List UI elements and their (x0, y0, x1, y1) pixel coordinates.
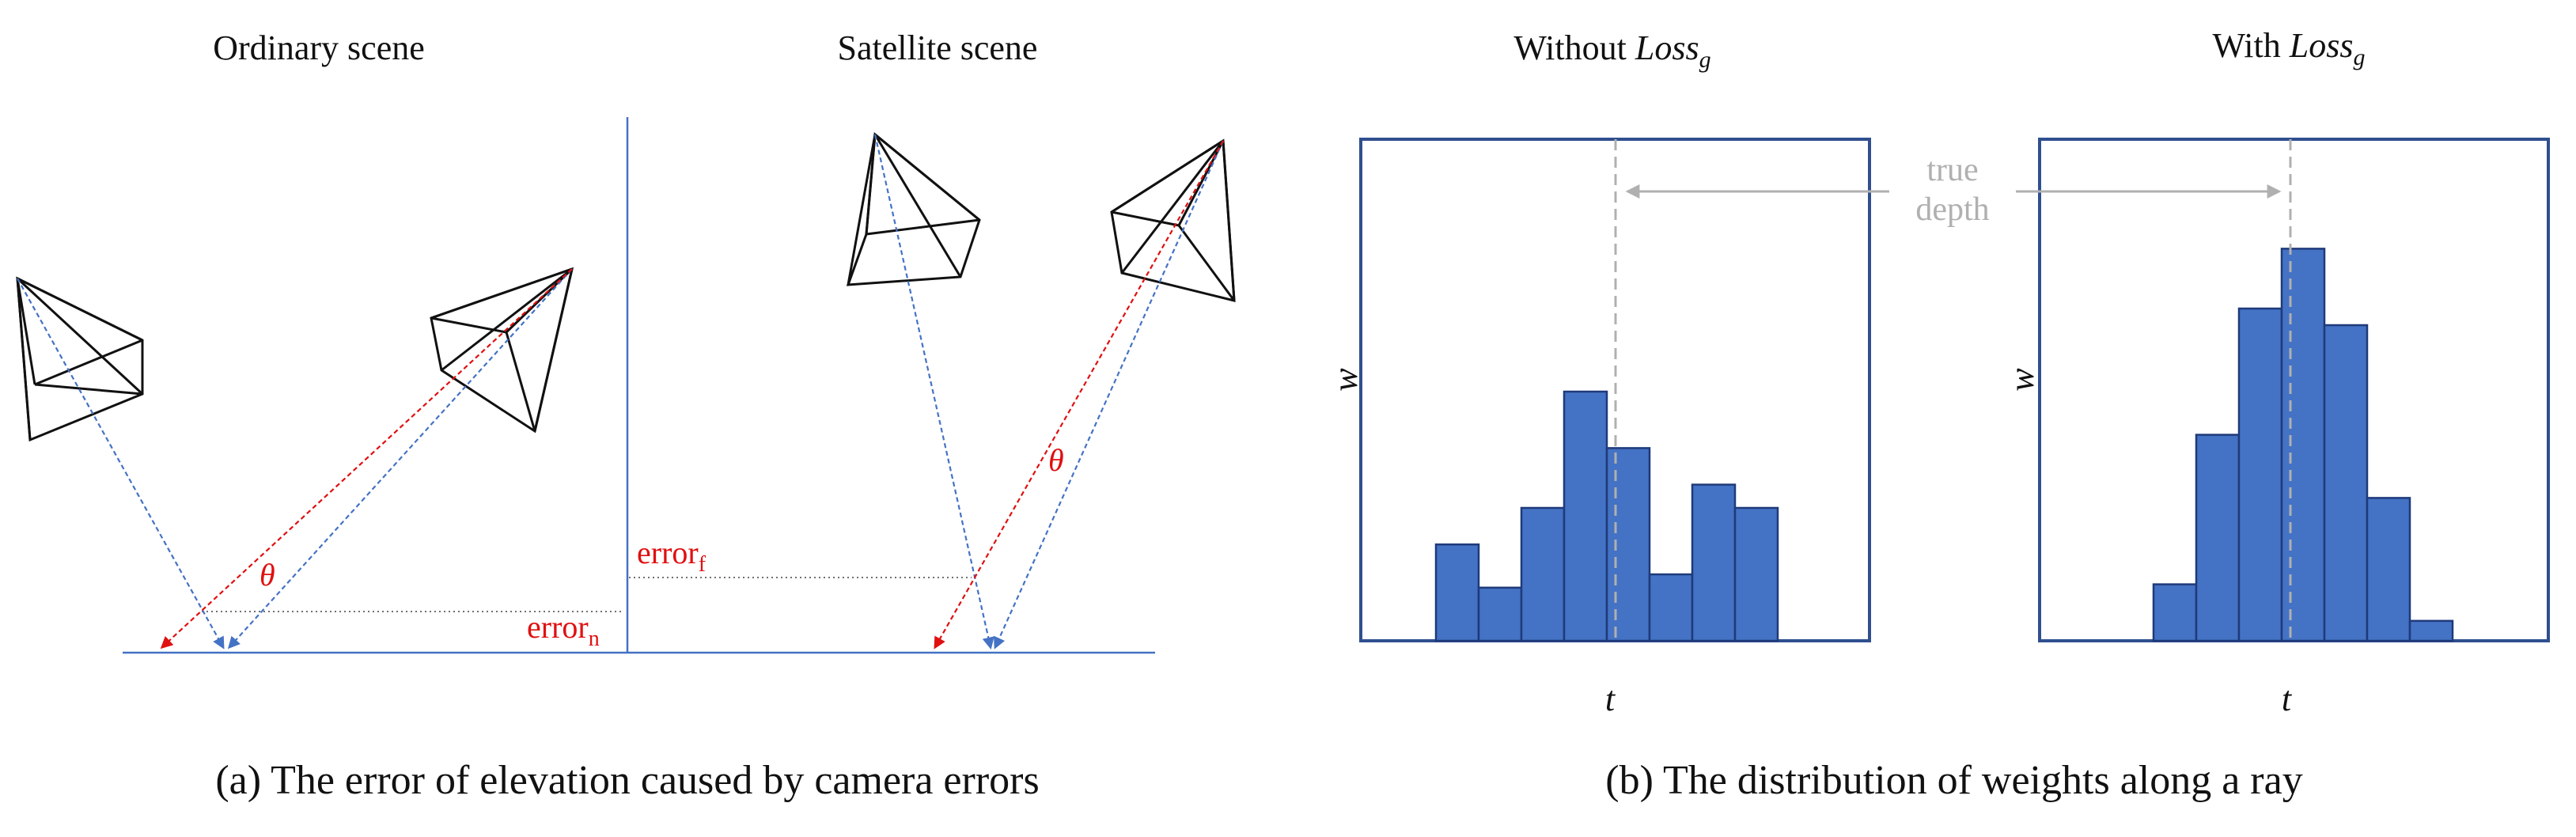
camera-satellite-left (846, 132, 981, 286)
histogram-bar-without-2 (1477, 586, 1523, 642)
histogram-bar-without-8 (1733, 506, 1779, 642)
ray-red-satellite (934, 140, 1224, 650)
histogram-bar-without-4 (1563, 390, 1608, 642)
ray-blue-satellite-left (873, 134, 994, 650)
error-f-label: errorf (637, 535, 707, 577)
y-axis-label-with: w (2002, 368, 2041, 392)
histogram-bar-without-1 (1434, 543, 1480, 642)
ray-blue-ordinary-right (227, 268, 573, 650)
camera-ordinary-left (16, 276, 144, 442)
theta-label-satellite: θ (1048, 442, 1064, 478)
ordinary-scene-heading: Ordinary scene (213, 28, 425, 67)
bars-without (1434, 390, 1779, 642)
histogram-bar-with-4 (2280, 248, 2326, 642)
x-axis-label-without: t (1605, 680, 1616, 718)
ray-red-ordinary (160, 268, 573, 650)
error-n-label: errorn (527, 609, 600, 651)
histogram-bar-without-7 (1691, 483, 1737, 642)
panel-a: Ordinary scene Satellite scene (16, 28, 1236, 803)
satellite-scene-heading: Satellite scene (838, 28, 1038, 67)
camera-satellite-right (1110, 138, 1236, 302)
histogram-bar-with-1 (2152, 583, 2198, 642)
histogram-bar-with-5 (2323, 324, 2369, 642)
chart-with-loss: With Lossg w t (2002, 26, 2550, 718)
histogram-bar-without-3 (1520, 506, 1566, 642)
chart-title-with: With Lossg (2213, 26, 2366, 70)
ray-blue-satellite-right (994, 140, 1225, 650)
ray-blue-ordinary-left (17, 278, 225, 650)
bars-with (2152, 248, 2454, 642)
histogram-bar-with-2 (2195, 434, 2241, 642)
chart-title-without: Without Lossg (1513, 28, 1710, 73)
theta-label-ordinary: θ (259, 557, 275, 593)
panel-b-caption: (b) The distribution of weights along a … (1605, 758, 2302, 803)
y-axis-label-without: w (1326, 368, 1365, 392)
x-axis-label-with: t (2282, 680, 2293, 718)
histogram-bar-with-3 (2237, 307, 2283, 642)
histogram-bar-with-7 (2408, 619, 2454, 642)
chart-without-loss: Without Lossg w t (1326, 28, 1871, 718)
histogram-bar-without-5 (1605, 447, 1651, 642)
true-depth-label-bg (1877, 146, 2032, 240)
panel-a-caption: (a) The error of elevation caused by cam… (215, 758, 1039, 803)
camera-ordinary-right (430, 267, 574, 434)
histogram-bar-without-6 (1648, 573, 1694, 642)
histogram-bar-with-6 (2366, 497, 2411, 642)
